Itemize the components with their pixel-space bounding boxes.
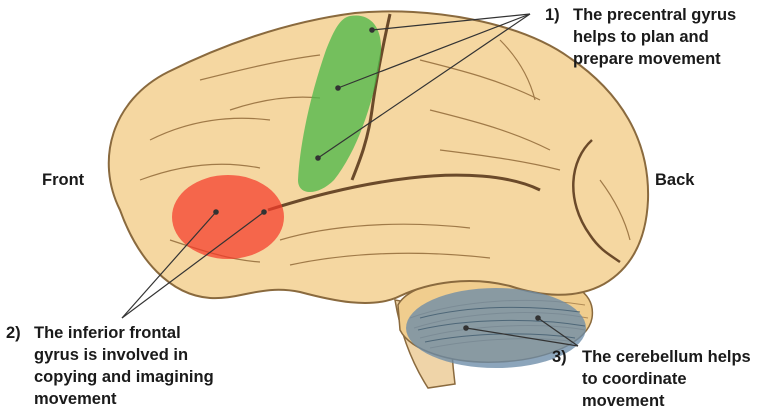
annotation-line: gyrus is involved in	[34, 346, 189, 364]
inferior-frontal-gyrus-highlight	[172, 175, 284, 259]
pointer-line	[317, 13, 531, 159]
annotation-line: The cerebellum helps	[582, 348, 751, 366]
pointer-line	[465, 327, 579, 347]
pointer-dot	[213, 209, 219, 215]
pointer-line	[337, 13, 531, 89]
pointer-line	[121, 211, 265, 319]
annotation-line: helps to plan and	[573, 28, 709, 46]
annotation-cerebellum: 3) The cerebellum helps to coordinate mo…	[552, 346, 764, 414]
back-label: Back	[655, 171, 695, 189]
annotation-number: 1)	[545, 6, 560, 24]
annotation-number: 2)	[6, 324, 21, 342]
central-sulcus	[350, 13, 392, 181]
pointer-dot	[369, 27, 375, 33]
pointer-dot	[261, 209, 267, 215]
precentral-gyrus-highlight	[298, 15, 382, 192]
annotation-line: to coordinate	[582, 370, 687, 388]
pointer-dot	[463, 325, 469, 331]
pointer-line	[121, 211, 217, 319]
annotation-inferior-frontal-gyrus: 2) The inferior frontal gyrus is involve…	[6, 322, 236, 414]
front-label: Front	[42, 171, 85, 189]
annotation-line: prepare movement	[573, 50, 721, 68]
pointer-lines	[121, 13, 579, 347]
pointer-dot	[315, 155, 321, 161]
parieto-occipital-sulcus	[572, 139, 621, 264]
annotation-line: The precentral gyrus	[573, 6, 737, 24]
lateral-sulcus	[267, 173, 541, 212]
annotation-line: The inferior frontal	[34, 324, 181, 342]
annotation-precentral-gyrus: 1) The precentral gyrus helps to plan an…	[545, 4, 760, 74]
pointer-line	[371, 13, 531, 31]
pointer-dot	[335, 85, 341, 91]
annotation-line: movement	[34, 390, 117, 408]
pointer-dot	[535, 315, 541, 321]
annotation-line: movement	[582, 392, 665, 410]
pointer-line	[537, 317, 579, 347]
annotation-line: copying and imagining	[34, 368, 214, 386]
annotation-number: 3)	[552, 348, 567, 366]
